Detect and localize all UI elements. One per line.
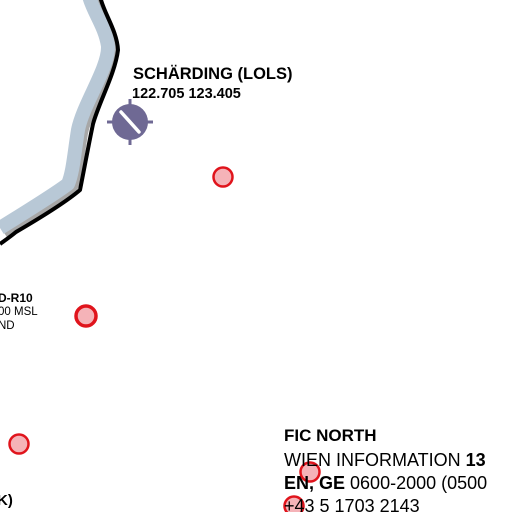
state-border-line bbox=[0, 0, 120, 246]
restricted-area-altitude: 00 MSL bbox=[0, 306, 38, 318]
fic-hours: 0600-2000 (0500 bbox=[350, 473, 488, 493]
aerodrome-icon[interactable] bbox=[107, 99, 153, 145]
fic-station-frequency: 13 bbox=[465, 450, 486, 470]
fic-station: WIEN INFORMATION bbox=[284, 450, 461, 470]
reporting-point-partial[interactable] bbox=[299, 461, 321, 483]
aerodrome-name: SCHÄRDING (LOLS) bbox=[133, 65, 293, 83]
aerodrome-runway bbox=[119, 110, 141, 134]
reporting-point-partial[interactable] bbox=[283, 495, 305, 512]
edge-label: K) bbox=[0, 492, 13, 509]
fic-languages: EN, GE bbox=[284, 473, 346, 493]
fic-phone: +43 5 1703 2143 bbox=[284, 496, 420, 512]
reporting-point[interactable] bbox=[8, 433, 30, 455]
fic-title: FIC NORTH bbox=[284, 426, 377, 445]
reporting-point[interactable] bbox=[212, 166, 234, 188]
aerodrome-frequencies: 122.705 123.405 bbox=[132, 86, 241, 102]
fic-hours-row: EN, GE 0600-2000 (0500 bbox=[284, 474, 487, 492]
restricted-area-id: D-R10 bbox=[0, 291, 33, 305]
reporting-point[interactable] bbox=[74, 304, 98, 328]
river bbox=[0, 0, 115, 234]
restricted-area-note: ND bbox=[0, 320, 15, 332]
fic-station-row: WIEN INFORMATION 13 bbox=[284, 451, 486, 469]
